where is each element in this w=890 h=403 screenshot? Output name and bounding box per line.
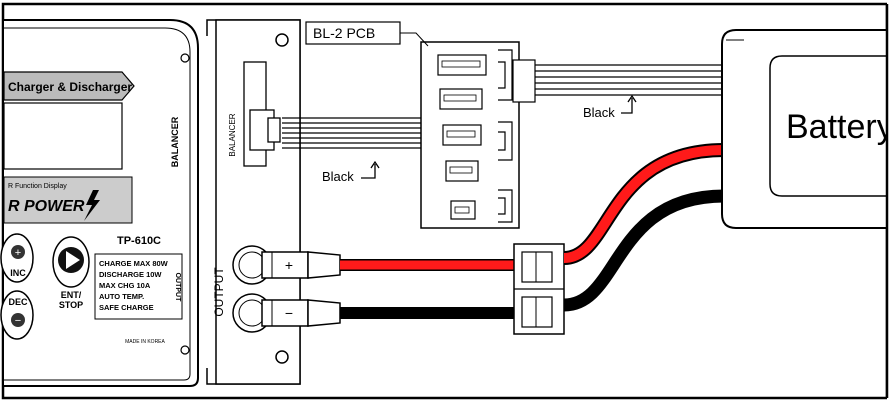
made-in-label: MADE IN KOREA	[125, 339, 165, 345]
spec-box	[94, 253, 183, 320]
dec-label: DEC	[8, 297, 28, 307]
dec-minus-glyph: −	[15, 315, 21, 327]
dec-minus-icon	[11, 313, 25, 327]
battery-label: Battery	[786, 108, 890, 146]
pcb-label-leader	[400, 32, 429, 47]
plus-sign: +	[285, 257, 293, 273]
power-connector	[513, 243, 565, 335]
spec-line-3: MAX CHG 10A	[99, 281, 151, 290]
pcb-label: BL-2 PCB	[313, 25, 375, 41]
balancer-ribbon-right	[535, 64, 724, 96]
spec-line-5: SAFE CHARGE	[99, 303, 154, 312]
panel-output-label: OUTPUT	[212, 267, 226, 317]
panel-balancer-label: BALANCER	[228, 113, 237, 156]
negative-plug	[261, 299, 341, 327]
lcd-display	[3, 102, 123, 170]
panel-hole-top	[275, 33, 289, 47]
inc-label: INC	[10, 268, 26, 278]
lightning-icon	[84, 190, 100, 221]
spec-line-1: CHARGE MAX 80W	[99, 259, 169, 268]
wire-label-right: Black	[583, 105, 615, 120]
play-arrow-icon	[66, 251, 80, 269]
function-display-text: R Function Display	[8, 183, 67, 190]
model-label: TP-610C	[117, 235, 161, 247]
positive-plug	[261, 251, 341, 279]
inc-plus-icon	[11, 245, 25, 259]
charger-balancer-label: BALANCER	[170, 116, 180, 167]
balancer-ribbon-left	[282, 117, 425, 149]
side-panel: BALANCER OUTPUT	[206, 19, 301, 385]
charger-output-label: OUTPUT	[174, 273, 181, 303]
pcb-board	[420, 41, 520, 229]
panel-hole-bottom	[275, 350, 289, 364]
brand-banner	[3, 71, 135, 101]
inc-plus-glyph: +	[15, 247, 21, 259]
function-display-strip	[3, 176, 133, 224]
screw-hole-bottom	[180, 345, 190, 355]
brand-banner-text: Charger & Discharger	[8, 80, 132, 94]
screw-hole-top	[180, 53, 190, 63]
arrow-right-icon	[621, 94, 637, 114]
arrow-left-icon	[361, 160, 380, 179]
spec-line-4: AUTO TEMP.	[99, 292, 144, 301]
ent-label-line2: STOP	[59, 300, 83, 310]
pcb-ribbon-connector	[512, 59, 536, 103]
black-wire-right	[563, 189, 725, 312]
spec-line-2: DISCHARGE 10W	[99, 270, 162, 279]
charger: Charger & Discharger BALANCER R Function…	[0, 19, 199, 387]
minus-sign: −	[285, 305, 293, 321]
power-logo: R POWER	[8, 198, 85, 215]
wire-label-left: Black	[322, 169, 354, 184]
battery	[721, 29, 890, 229]
ent-label-line1: ENT/	[61, 290, 82, 300]
